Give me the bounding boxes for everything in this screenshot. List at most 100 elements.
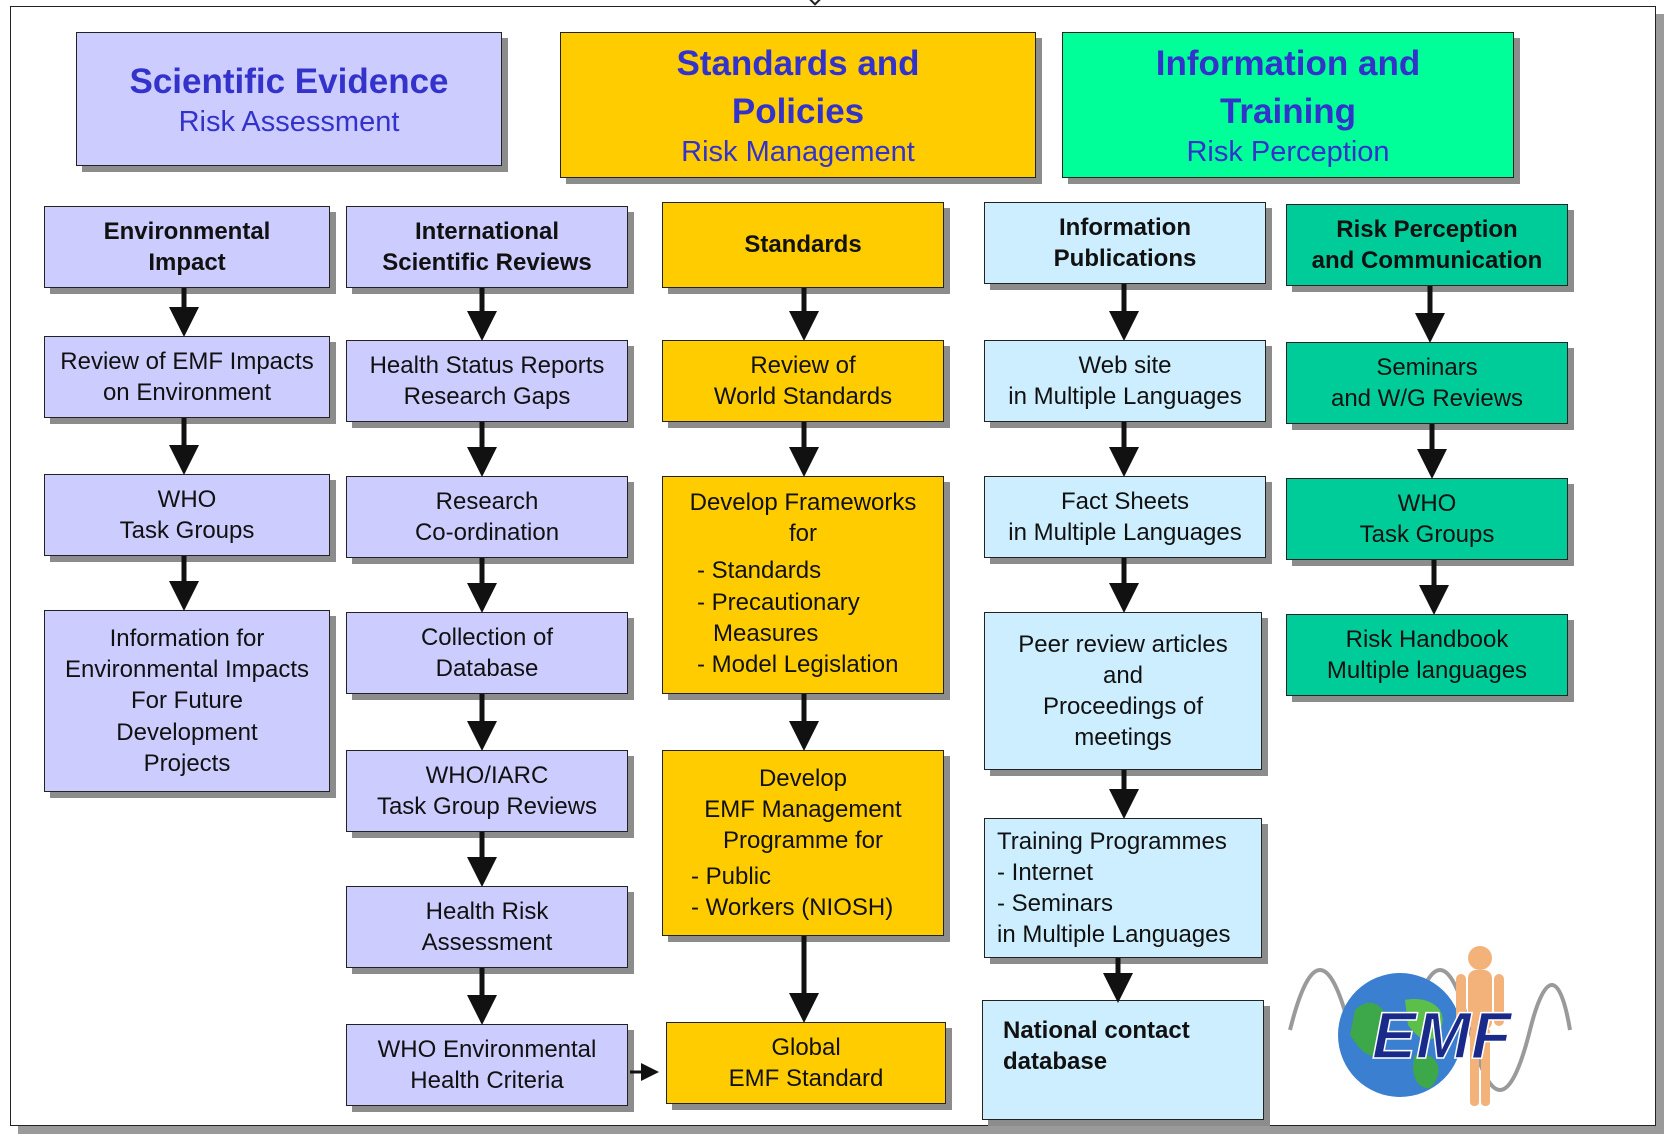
info-b1-line1: Web site [1078, 351, 1172, 379]
std-global-emf: Global EMF Standard [666, 1022, 946, 1104]
risk-b2-line1: WHO [1397, 489, 1457, 517]
risk-b2-line2: Task Groups [1359, 521, 1495, 548]
risk-who-task-groups: WHO Task Groups [1286, 478, 1568, 560]
header-standards-title-line1: Standards and [676, 44, 920, 84]
intl-b5-line1: Health Risk [425, 897, 549, 925]
info-b4-line4: in Multiple Languages [997, 921, 1231, 949]
risk-head-line1: Risk Perception [1336, 215, 1518, 243]
info-peer-review: Peer review articles and Proceedings of … [984, 612, 1262, 770]
standards-head: Standards [662, 202, 944, 288]
intl-who-iarc: WHO/IARC Task Group Reviews [346, 750, 628, 832]
intl-head-line1: International [414, 217, 559, 245]
header-information-training: Information and Training Risk Perception [1062, 32, 1514, 178]
risk-head-line2: and Communication [1311, 247, 1543, 274]
env-impact-head: Environmental Impact [44, 206, 330, 288]
risk-b3-line2: Multiple languages [1326, 657, 1528, 684]
intl-b1-line1: Health Status Reports [369, 351, 605, 379]
header-scientific-evidence-subtitle: Risk Assessment [178, 106, 400, 139]
intl-b1-line2: Research Gaps [403, 383, 571, 410]
header-scientific-evidence-title: Scientific Evidence [129, 61, 449, 101]
risk-b3-line1: Risk Handbook [1345, 625, 1509, 653]
intl-health-status: Health Status Reports Research Gaps [346, 340, 628, 422]
intl-health-risk: Health Risk Assessment [346, 886, 628, 968]
env-info-line5: Projects [143, 749, 231, 777]
env-info-line4: Development [116, 718, 258, 746]
info-web-site: Web site in Multiple Languages [984, 340, 1266, 422]
env-information-projects: Information for Environmental Impacts Fo… [44, 610, 330, 792]
std-b3-line4: - Public [691, 862, 772, 890]
info-b3-line4: meetings [1074, 724, 1172, 752]
intl-b2-line1: Research [435, 487, 539, 515]
std-b2-line3: - Standards [697, 557, 822, 585]
std-develop-emf-programme: Develop EMF Management Programme for - P… [662, 750, 944, 936]
human-figure-icon [1456, 946, 1504, 1106]
std-b3-line1: Develop [758, 765, 848, 792]
std-b3-line2: EMF Management [704, 796, 902, 824]
std-develop-frameworks: Develop Frameworks for - Standards - Pre… [662, 476, 944, 694]
intl-b5-line2: Assessment [421, 929, 553, 956]
info-b4-line3: - Seminars [997, 890, 1114, 917]
intl-head-line2: Scientific Reviews [382, 249, 592, 276]
intl-b4-line2: Task Group Reviews [376, 793, 598, 820]
info-b3-line3: Proceedings of [1042, 693, 1204, 720]
std-b2-line1: Develop Frameworks [689, 489, 917, 516]
env-who-line1: WHO [157, 485, 217, 513]
risk-b1-line2: and W/G Reviews [1330, 385, 1524, 412]
std-b2-line4: - Precautionary [697, 588, 860, 616]
info-b5-line2: database [1003, 1048, 1108, 1076]
risk-seminars: Seminars and W/G Reviews [1286, 342, 1568, 424]
header-information-title-line1: Information and [1155, 44, 1421, 84]
risk-perception-head: Risk Perception and Communication [1286, 204, 1568, 286]
info-b4-line1: Training Programmes [997, 827, 1227, 855]
env-info-line3: For Future [130, 687, 244, 715]
env-review-line2: on Environment [102, 379, 272, 406]
intl-reviews-head: International Scientific Reviews [346, 206, 628, 288]
env-review-impacts: Review of EMF Impacts on Environment [44, 336, 330, 418]
info-fact-sheets: Fact Sheets in Multiple Languages [984, 476, 1266, 558]
intl-b3-line2: Database [435, 655, 539, 682]
risk-handbook: Risk Handbook Multiple languages [1286, 614, 1568, 696]
intl-research-coordination: Research Co-ordination [346, 476, 628, 558]
intl-b6-line1: WHO Environmental [377, 1035, 597, 1063]
intl-b4-line1: WHO/IARC [425, 761, 549, 789]
info-b5-line1: National contact [1003, 1017, 1190, 1044]
emf-logo: EMF [1288, 946, 1572, 1106]
logo-text: EMF [1372, 998, 1513, 1072]
risk-b1-line1: Seminars [1376, 353, 1478, 381]
env-impact-head-line2: Impact [148, 249, 226, 276]
intl-b6-line2: Health Criteria [410, 1067, 564, 1094]
info-training-programmes: Training Programmes - Internet - Seminar… [984, 818, 1262, 958]
intl-b2-line2: Co-ordination [414, 519, 560, 546]
env-info-line1: Information for [109, 625, 265, 653]
std-b1-line2: World Standards [713, 383, 893, 410]
env-impact-head-line1: Environmental [103, 217, 271, 245]
info-head-line1: Information [1059, 213, 1191, 241]
header-standards-title-line2: Policies [731, 91, 865, 131]
std-b1-line1: Review of [750, 351, 856, 379]
env-info-line2: Environmental Impacts [64, 656, 310, 684]
env-who-line2: Task Groups [119, 517, 255, 544]
std-b2-line6: - Model Legislation [697, 650, 899, 678]
std-b4-line1: Global [771, 1033, 841, 1061]
info-national-contact: National contact database [982, 1000, 1264, 1120]
std-b3-line5: - Workers (NIOSH) [691, 893, 894, 921]
env-review-line1: Review of EMF Impacts [60, 347, 314, 375]
standards-head-label: Standards [744, 231, 862, 259]
info-b2-line1: Fact Sheets [1060, 487, 1190, 515]
header-scientific-evidence: Scientific Evidence Risk Assessment [76, 32, 502, 166]
std-b3-line3: Programme for [722, 827, 884, 855]
header-standards-policies: Standards and Policies Risk Management [560, 32, 1036, 178]
sine-wave-icon [1288, 968, 1572, 1092]
intl-b3-line1: Collection of [420, 623, 554, 651]
header-standards-subtitle: Risk Management [681, 135, 915, 168]
intl-collection-database: Collection of Database [346, 612, 628, 694]
info-b2-line2: in Multiple Languages [1008, 519, 1242, 546]
header-information-title-line2: Training [1219, 91, 1357, 131]
info-head-line2: Publications [1053, 245, 1197, 272]
info-publications-head: Information Publications [984, 202, 1266, 284]
intl-who-ehc: WHO Environmental Health Criteria [346, 1024, 628, 1106]
header-information-subtitle: Risk Perception [1186, 135, 1390, 168]
info-b4-line2: - Internet [997, 858, 1094, 886]
std-b2-line2: for [788, 520, 817, 548]
